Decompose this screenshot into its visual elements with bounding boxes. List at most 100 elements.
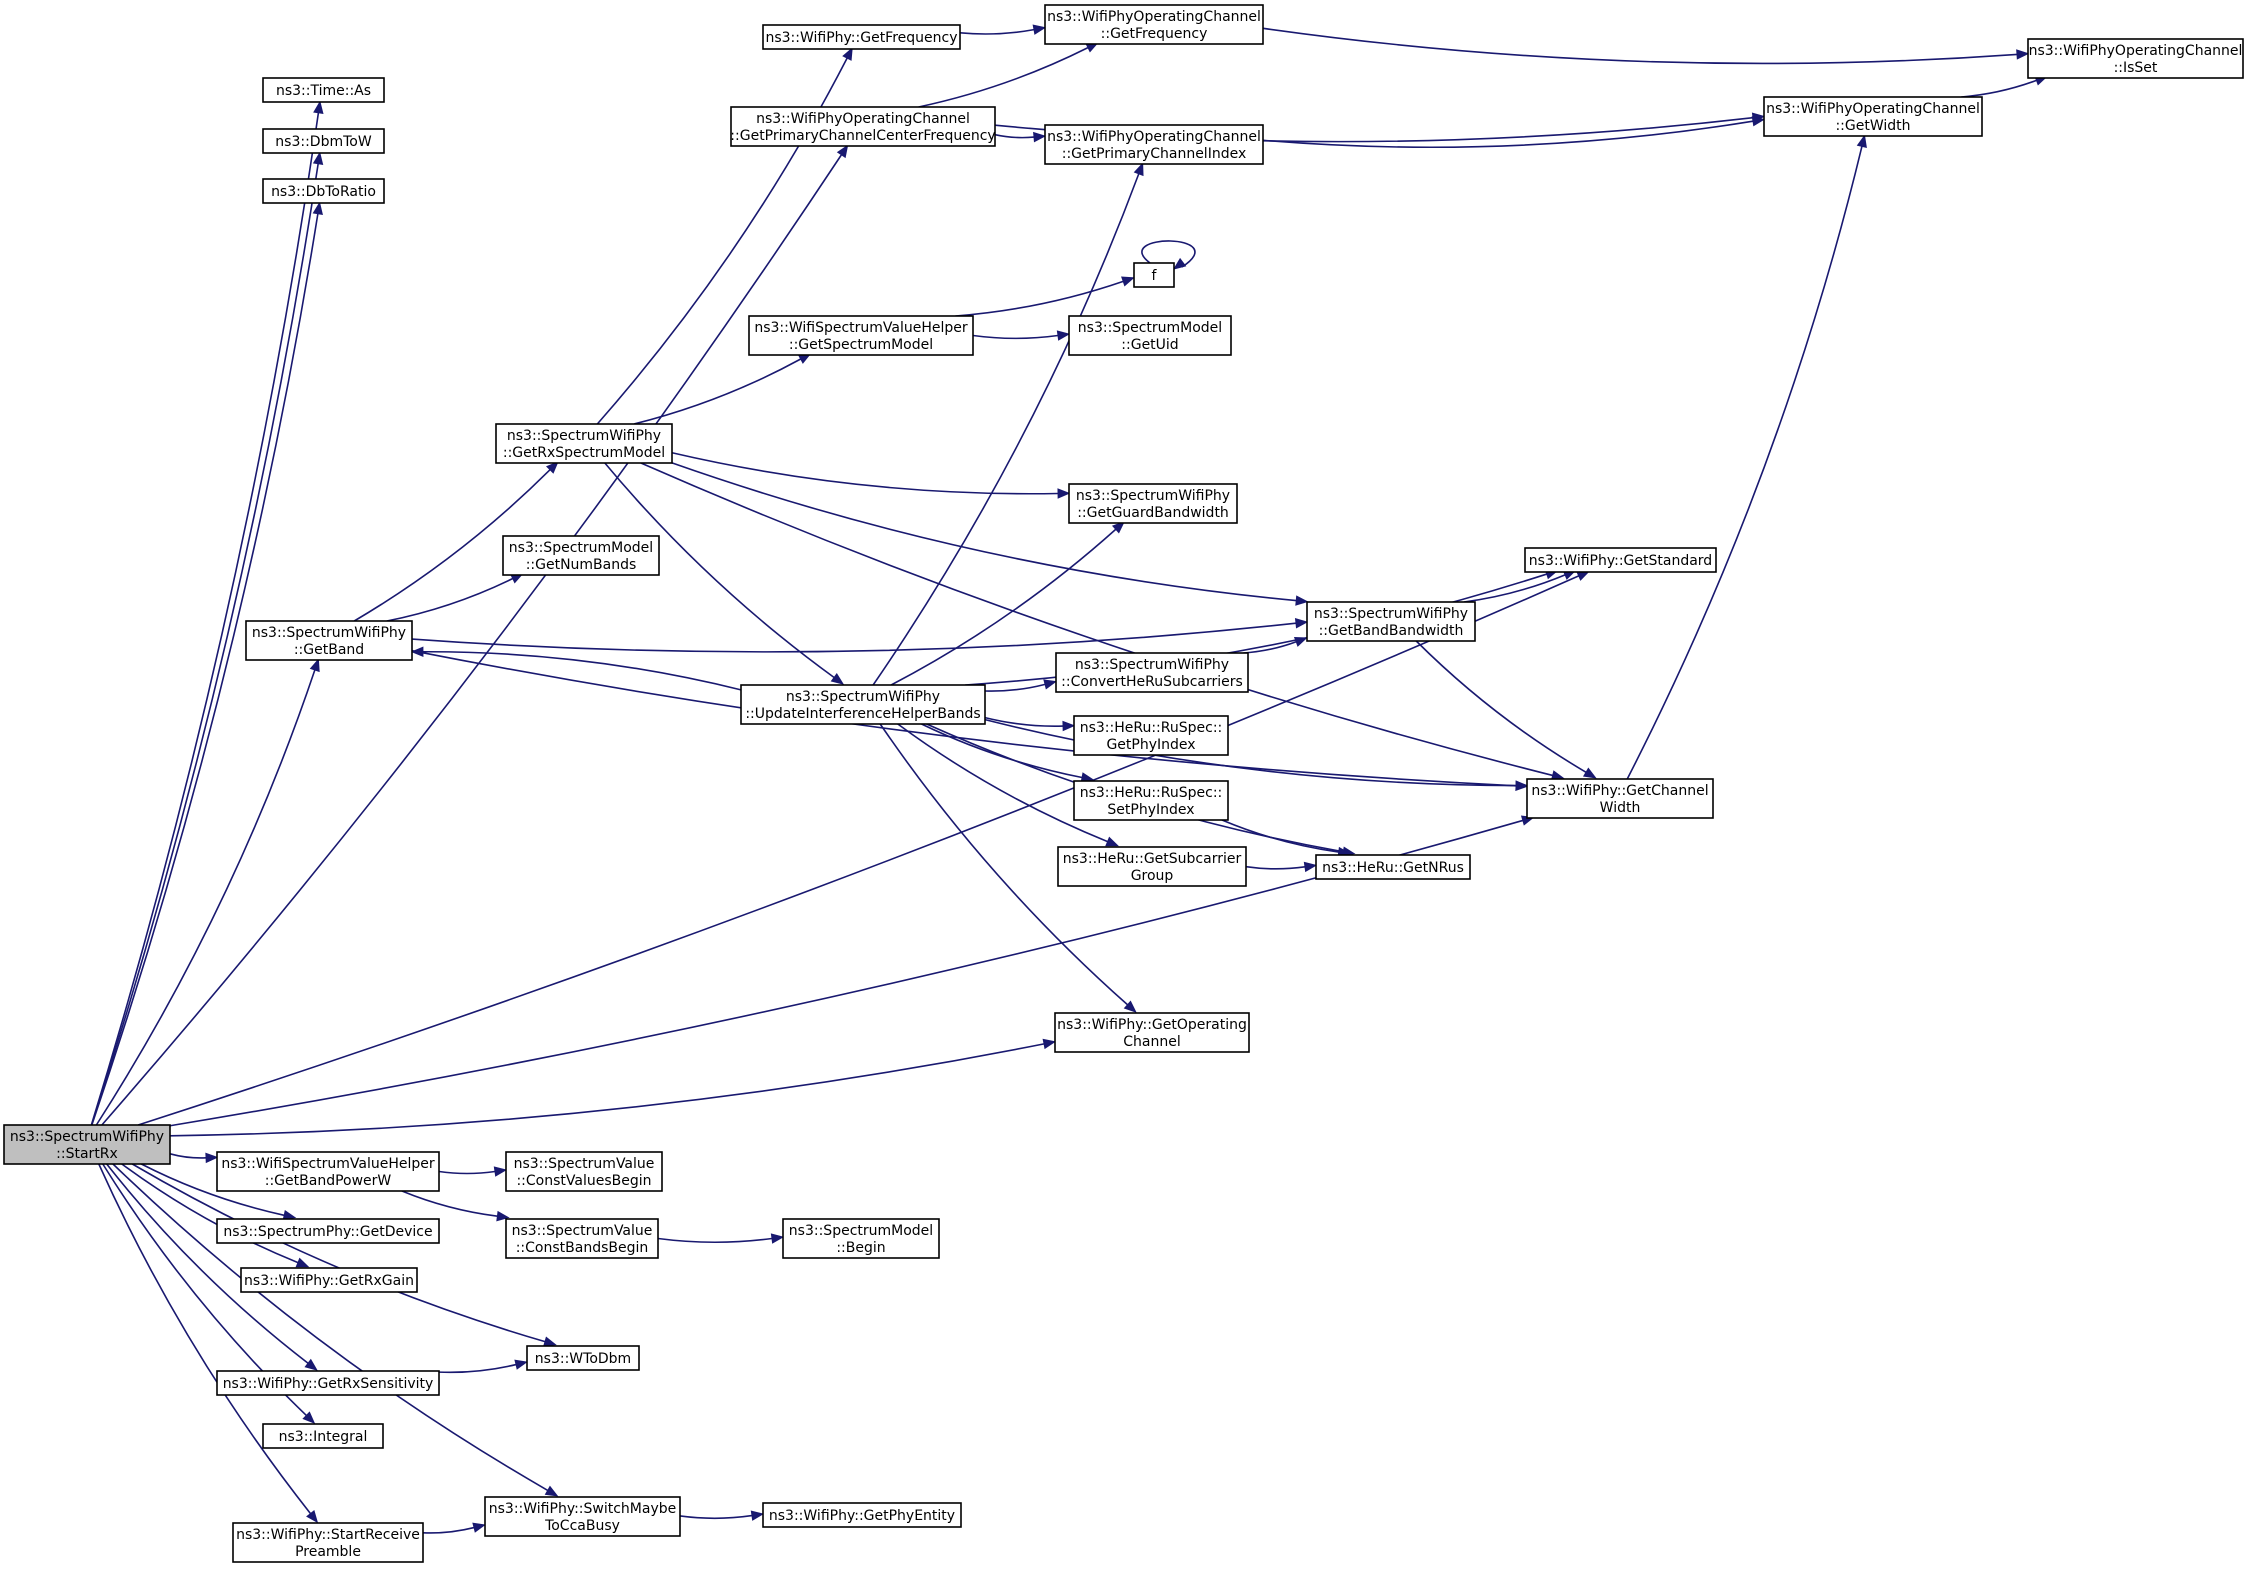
node-swp_updateinterference[interactable]: ns3::SpectrumWifiPhy::UpdateInterference…	[740, 684, 986, 725]
node-phy_getfrequency[interactable]: ns3::WifiPhy::GetFrequency	[762, 24, 961, 50]
node-box	[232, 1522, 424, 1563]
node-layer: ns3::SpectrumWifiPhy::StartRx ns3::Time::…	[3, 4, 2244, 1563]
node-sm_getnumbands[interactable]: ns3::SpectrumModel::GetNumBands	[502, 535, 660, 576]
edge-swp_getrxspectrummodel-to-phy_getchannelwidth	[640, 462, 1565, 781]
node-box	[502, 535, 660, 576]
node-label: f	[1152, 268, 1158, 284]
node-label: ::GetBandPowerW	[265, 1173, 392, 1189]
node-integral[interactable]: ns3::Integral	[262, 1423, 384, 1449]
node-label: ns3::WifiPhy::GetRxSensitivity	[223, 1376, 434, 1392]
node-phy_getphyentity[interactable]: ns3::WifiPhy::GetPhyEntity	[762, 1502, 962, 1528]
edge-startrx-to-time_as	[90, 100, 324, 1126]
node-box	[1306, 601, 1476, 642]
node-swp_convertheru[interactable]: ns3::SpectrumWifiPhy::ConvertHeRuSubcarr…	[1055, 652, 1249, 693]
node-label: ::GetWidth	[1835, 118, 1910, 134]
node-swp_getrxspectrummodel[interactable]: ns3::SpectrumWifiPhy::GetRxSpectrumModel	[495, 423, 673, 464]
node-startrx[interactable]: ns3::SpectrumWifiPhy::StartRx	[3, 1124, 171, 1165]
node-label: ns3::SpectrumModel	[789, 1223, 933, 1239]
edge-startrx-to-wsvh_getbandpowerw	[169, 1152, 219, 1164]
node-swp_getband[interactable]: ns3::SpectrumWifiPhy::GetBand	[245, 620, 413, 661]
node-sv_constbandsbegin[interactable]: ns3::SpectrumValue::ConstBandsBegin	[505, 1218, 659, 1259]
node-box	[505, 1151, 663, 1192]
node-f[interactable]: f	[1133, 262, 1175, 288]
node-swp_getguardbandwidth[interactable]: ns3::SpectrumWifiPhy::GetGuardBandwidth	[1068, 483, 1238, 524]
node-sv_constvaluesbegin[interactable]: ns3::SpectrumValue::ConstValuesBegin	[505, 1151, 663, 1192]
node-label: ::IsSet	[2114, 60, 2158, 76]
node-time_as[interactable]: ns3::Time::As	[262, 77, 385, 103]
node-label: ns3::SpectrumModel	[509, 540, 653, 556]
node-heru_getphyindex[interactable]: ns3::HeRu::RuSpec::GetPhyIndex	[1073, 715, 1229, 756]
node-box	[1073, 780, 1229, 821]
node-box	[484, 1496, 681, 1537]
node-phy_getstandard[interactable]: ns3::WifiPhy::GetStandard	[1524, 547, 1717, 573]
node-label: ns3::WifiPhy::GetStandard	[1529, 553, 1712, 569]
node-wtodbm[interactable]: ns3::WToDbm	[526, 1345, 640, 1371]
node-box	[1526, 778, 1714, 819]
node-box	[505, 1218, 659, 1259]
node-wsvh_getspectrummodel[interactable]: ns3::WifiSpectrumValueHelper::GetSpectru…	[748, 315, 974, 356]
edge-startrx-to-sphy_getdevice	[140, 1163, 297, 1221]
node-oc_getprimarycenter[interactable]: ns3::WifiPhyOperatingChannel::GetPrimary…	[730, 106, 996, 147]
node-sphy_getdevice[interactable]: ns3::SpectrumPhy::GetDevice	[216, 1218, 440, 1244]
edge-swp_updateinterference-to-swp_getguardbandwidth	[890, 521, 1126, 686]
node-dbtoratio[interactable]: ns3::DbToRatio	[262, 178, 385, 204]
node-label: ::GetGuardBandwidth	[1077, 505, 1229, 521]
node-heru_getnrus[interactable]: ns3::HeRu::GetNRus	[1315, 854, 1471, 880]
edge-swp_getband-to-swp_getrxspectrummodel	[353, 461, 559, 622]
node-heru_setphyindex[interactable]: ns3::HeRu::RuSpec::SetPhyIndex	[1073, 780, 1229, 821]
node-label: SetPhyIndex	[1107, 802, 1194, 818]
edge-phy_getfrequency-to-oc_getfrequency	[959, 24, 1047, 35]
node-label: ::GetFrequency	[1101, 26, 1208, 42]
node-swp_getbandbandwidth[interactable]: ns3::SpectrumWifiPhy::GetBandBandwidth	[1306, 601, 1476, 642]
node-wsvh_getbandpowerw[interactable]: ns3::WifiSpectrumValueHelper::GetBandPow…	[216, 1151, 440, 1192]
node-sm_getuid[interactable]: ns3::SpectrumModel::GetUid	[1068, 315, 1232, 356]
node-label: ns3::SpectrumWifiPhy	[786, 689, 940, 705]
node-box	[1044, 124, 1264, 165]
edge-startrx-to-phy_getrxsensitivity	[106, 1163, 318, 1371]
node-box	[1054, 1012, 1250, 1053]
node-label: ns3::HeRu::GetSubcarrier	[1063, 851, 1242, 867]
node-oc_getfrequency[interactable]: ns3::WifiPhyOperatingChannel::GetFrequen…	[1044, 4, 1264, 45]
node-label: ns3::SpectrumWifiPhy	[1314, 606, 1468, 622]
node-label: ns3::WifiSpectrumValueHelper	[221, 1156, 435, 1172]
node-oc_getprimaryindex[interactable]: ns3::WifiPhyOperatingChannel::GetPrimary…	[1044, 124, 1264, 165]
node-label: ns3::HeRu::GetNRus	[1322, 860, 1464, 876]
edge-wsvh_getspectrummodel-to-sm_getuid	[972, 330, 1071, 341]
node-box	[262, 1423, 384, 1449]
edge-startrx-to-oc_getprimarycenter	[101, 144, 849, 1126]
node-label: ns3::Integral	[279, 1429, 368, 1445]
node-label: ::ConstBandsBegin	[516, 1240, 649, 1256]
node-oc_getwidth[interactable]: ns3::WifiPhyOperatingChannel::GetWidth	[1763, 96, 1983, 137]
node-label: ::GetBandBandwidth	[1319, 623, 1464, 639]
node-box	[2027, 38, 2244, 79]
node-box	[216, 1151, 440, 1192]
node-label: ns3::WifiPhy::SwitchMaybe	[489, 1501, 677, 1517]
node-label: ns3::WifiPhy::GetFrequency	[765, 30, 957, 46]
node-label: ::ConstValuesBegin	[516, 1173, 651, 1189]
node-label: ::GetRxSpectrumModel	[503, 445, 665, 461]
node-label: ns3::SpectrumWifiPhy	[507, 428, 661, 444]
edge-startrx-to-phy_getrxgain	[121, 1163, 310, 1268]
node-phy_getrxsensitivity[interactable]: ns3::WifiPhy::GetRxSensitivity	[216, 1370, 440, 1396]
node-box	[1763, 96, 1983, 137]
node-label: ns3::SpectrumWifiPhy	[252, 625, 406, 641]
node-dbmtow[interactable]: ns3::DbmToW	[262, 128, 385, 154]
edge-swp_getband-to-sm_getnumbands	[386, 573, 524, 622]
edge-oc_getprimarycenter-to-oc_getprimaryindex	[994, 131, 1047, 143]
node-label: ns3::WifiPhy::GetRxGain	[244, 1273, 414, 1289]
node-label: ::UpdateInterferenceHelperBands	[745, 706, 980, 722]
node-phy_getrxgain[interactable]: ns3::WifiPhy::GetRxGain	[240, 1267, 418, 1293]
node-label: ns3::WifiPhyOperatingChannel	[2029, 43, 2243, 59]
node-sm_begin[interactable]: ns3::SpectrumModel::Begin	[782, 1218, 940, 1259]
node-label: ::GetSpectrumModel	[789, 337, 933, 353]
edge-swp_updateinterference-to-oc_getprimaryindex	[872, 162, 1144, 686]
node-oc_isset[interactable]: ns3::WifiPhyOperatingChannel::IsSet	[2027, 38, 2244, 79]
node-box	[1057, 846, 1247, 887]
edge-swp_getrxspectrummodel-to-swp_getguardbandwidth	[671, 451, 1071, 499]
